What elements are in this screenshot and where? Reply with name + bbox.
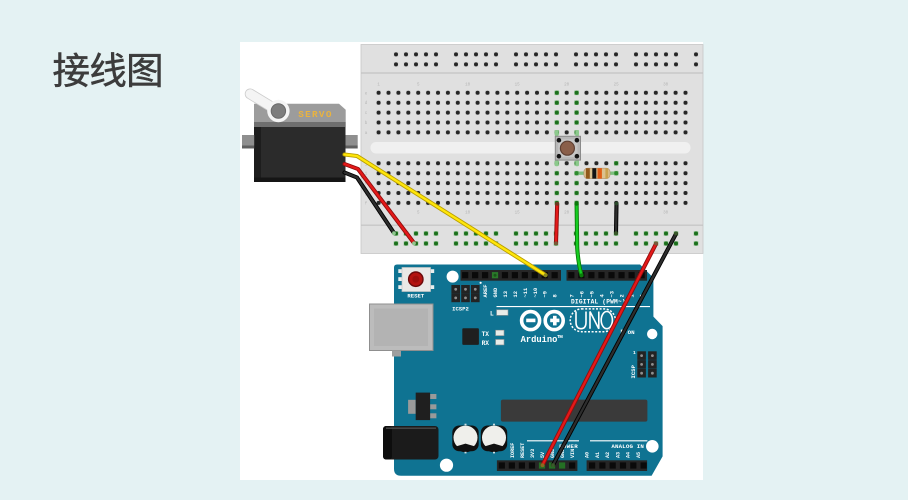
svg-text:20: 20 [564, 84, 570, 88]
svg-text:25: 25 [614, 84, 620, 88]
svg-text:10: 10 [465, 84, 471, 88]
svg-text:1: 1 [633, 350, 636, 356]
svg-text:ICSP2: ICSP2 [452, 306, 469, 313]
svg-text:30: 30 [663, 212, 669, 216]
svg-text:TX: TX [482, 331, 490, 338]
svg-text:a: a [365, 132, 368, 136]
svg-text:e: e [365, 92, 368, 96]
svg-text:5: 5 [417, 212, 420, 216]
svg-text:ON: ON [628, 329, 635, 336]
svg-text:GND: GND [550, 449, 556, 458]
svg-text:30: 30 [663, 84, 669, 88]
svg-text:~11: ~11 [523, 288, 529, 298]
svg-text:1: 1 [630, 294, 636, 297]
svg-text:L: L [490, 310, 494, 317]
svg-text:5: 5 [417, 84, 420, 88]
svg-text:c: c [365, 112, 368, 116]
svg-text:AREF: AREF [483, 285, 489, 298]
svg-text:ICSP: ICSP [630, 364, 637, 378]
svg-text:2: 2 [620, 294, 626, 297]
svg-text:SERVO: SERVO [298, 109, 332, 120]
svg-text:~9: ~9 [543, 291, 549, 297]
svg-text:~6: ~6 [579, 291, 585, 297]
svg-text:A0: A0 [585, 452, 591, 458]
svg-text:5V: 5V [540, 451, 546, 458]
svg-text:i: i [365, 172, 368, 177]
svg-text:DIGITAL (PWM~): DIGITAL (PWM~) [571, 298, 626, 305]
svg-text:IOREF: IOREF [510, 443, 516, 458]
svg-text:RESET: RESET [520, 443, 526, 458]
svg-text:15: 15 [515, 212, 521, 216]
svg-text:A4: A4 [626, 452, 632, 458]
svg-text:~10: ~10 [533, 288, 539, 298]
svg-text:10: 10 [465, 212, 471, 216]
svg-text:~3: ~3 [610, 291, 616, 297]
svg-text:POWER: POWER [559, 443, 578, 450]
svg-text:20: 20 [564, 212, 570, 216]
svg-text:A2: A2 [605, 452, 611, 458]
svg-text:f: f [365, 201, 368, 206]
svg-text:12: 12 [513, 291, 519, 297]
svg-text:1: 1 [377, 84, 380, 88]
svg-text:3V3: 3V3 [530, 449, 536, 458]
svg-text:d: d [365, 101, 368, 106]
svg-text:13: 13 [503, 291, 509, 297]
svg-text:j: j [365, 162, 368, 167]
svg-text:7: 7 [569, 294, 575, 297]
svg-text:RESET: RESET [407, 293, 424, 300]
svg-text:A3: A3 [615, 452, 621, 458]
svg-text:VIN: VIN [570, 449, 576, 458]
svg-text:15: 15 [515, 84, 521, 88]
svg-text:GND: GND [493, 287, 499, 297]
svg-text:4: 4 [599, 294, 605, 298]
svg-text:ANALOG IN: ANALOG IN [611, 443, 644, 450]
svg-text:A5: A5 [636, 452, 642, 458]
svg-text:GND: GND [560, 449, 566, 458]
svg-text:b: b [365, 121, 368, 126]
svg-text:A1: A1 [595, 452, 601, 458]
svg-text:RX: RX [482, 340, 490, 347]
svg-text:~5: ~5 [589, 291, 595, 297]
svg-text:8: 8 [553, 294, 559, 297]
svg-text:Arduino™: Arduino™ [521, 334, 563, 345]
svg-text:h: h [365, 182, 368, 187]
